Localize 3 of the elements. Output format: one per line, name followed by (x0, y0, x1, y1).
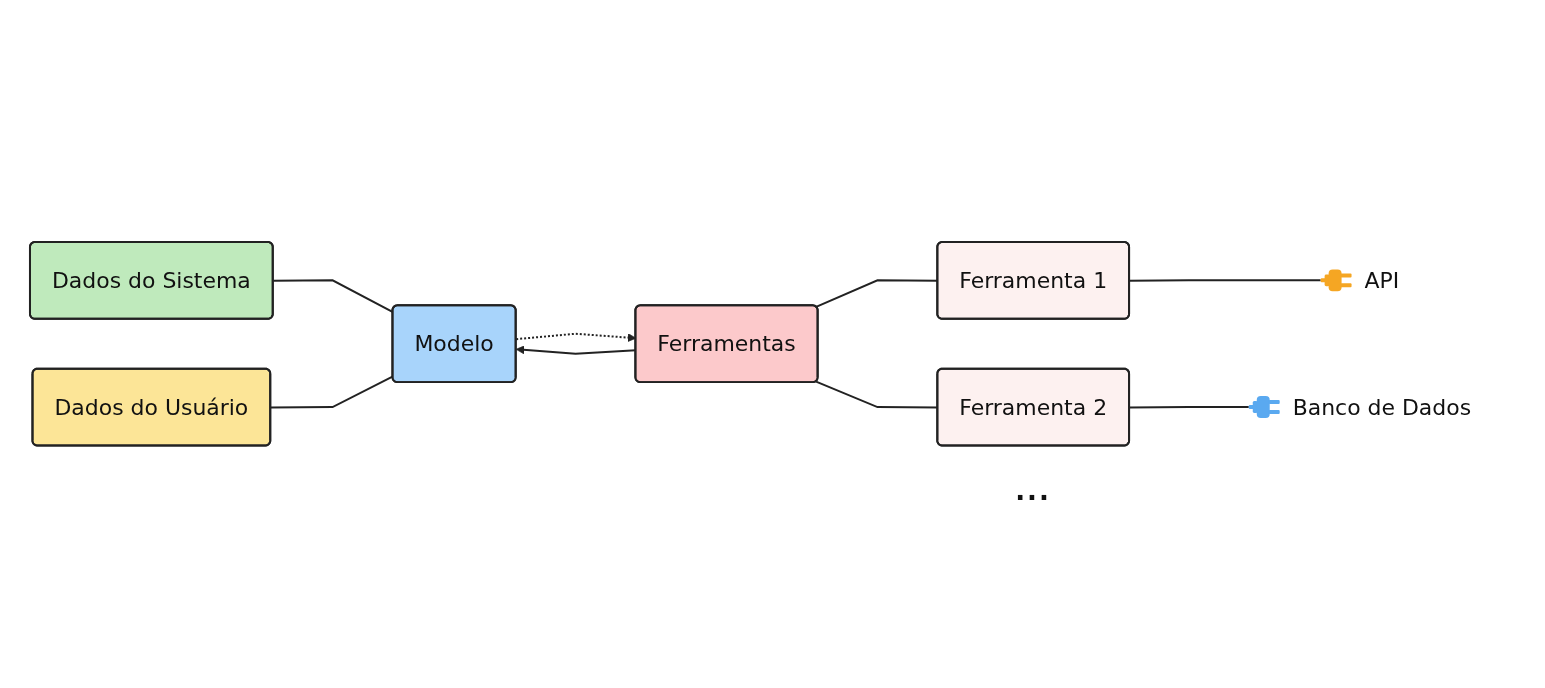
note-text: ... (1015, 475, 1051, 506)
node-label: API (1364, 268, 1400, 294)
node-label: Banco de Dados (1292, 394, 1472, 420)
